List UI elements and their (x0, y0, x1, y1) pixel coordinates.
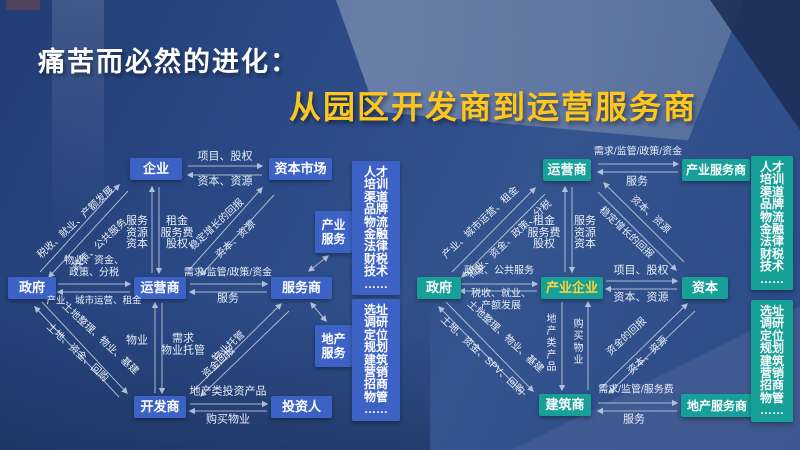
node-industry-service-provider: 产业服务商 (682, 159, 750, 181)
slide-title-main: 从园区开发商到运营服务商 (289, 89, 698, 125)
edge-label-demand-regulation-right: 需求/监管/政策/资金 (593, 146, 683, 158)
edge-label-service-top-right: 服务 (626, 175, 648, 188)
node-capital-market: 资本市场 (269, 158, 332, 180)
edge-label-re-products-right: 地产类产品 (544, 313, 555, 373)
node-operator-right: 运营商 (543, 159, 591, 181)
edge-label-policy-public-right: 政策、公共服务 (464, 265, 534, 277)
edge-label-capital-resource-right: 资本、资源 (613, 291, 669, 304)
edge-label-property-left: 物业 (126, 334, 148, 347)
sidebox-siting-left: 选址 调研 定位 规划 建筑 营销 招商 物管 …… (352, 299, 400, 421)
node-operator-left: 运营商 (134, 277, 186, 299)
edge-label-capital-resource-left: 资本、资源 (197, 175, 253, 188)
right-diagram-arrows (438, 160, 696, 415)
node-industry-service: 产业 服务 (315, 211, 352, 253)
node-industry-enterprise: 产业企业 (541, 277, 603, 299)
sidebox-talent-left: 人才 培训 渠道 品牌 物流 金融 法律 财税 技术 …… (352, 161, 400, 296)
slide-title-prefix: 痛苦而必然的进化： (38, 47, 299, 77)
edge-label-buy-property-left: 购买物业 (206, 413, 250, 426)
edge-label-service-bottom-right: 服务 (623, 413, 645, 426)
edge-label-demand-trust-left: 需求 物业托管 (161, 332, 205, 356)
node-builder: 建筑商 (539, 394, 591, 416)
node-government-left: 政府 (8, 277, 56, 299)
node-government-right: 政府 (417, 277, 461, 299)
edge-label-rent-fee-equity-left: 租金 服务费 股权 (160, 214, 194, 250)
sidebox-siting-right: 选址 调研 定位 规划 建筑 营销 招商 物管 …… (751, 300, 793, 422)
node-developer: 开发商 (134, 396, 186, 418)
node-realestate-service-provider: 地产服务商 (681, 394, 753, 417)
edge-label-tax-jobs-right: 税收、就业、 产额发展 (471, 288, 531, 312)
edge-label-rent-fee-equity-right: 租金 服务费 股权 (527, 214, 561, 250)
node-capital: 资本 (682, 277, 728, 299)
edge-label-buy-property-right: 购买物业 (571, 318, 582, 366)
edge-label-service-resource-capital-right: 服务 资源 资本 (574, 214, 596, 250)
node-service-provider: 服务商 (271, 277, 332, 299)
edge-label-re-products-left: 地产类投资产品 (189, 385, 267, 398)
edge-label-industry-cityops-left: 产业、城市运营、租金 (46, 295, 142, 307)
edge-label-service-left: 服务 (217, 292, 239, 305)
edge-label-project-equity-right: 项目、股权 (613, 264, 669, 277)
node-investor: 投资人 (271, 396, 332, 418)
node-realestate-service: 地产 服务 (315, 325, 352, 367)
edge-label-demand-regulation-left: 需求/监管/政策/资金 (183, 267, 273, 279)
edge-label-service-resource-capital-left: 服务 资源 资本 (126, 214, 148, 250)
sidebox-talent-right: 人才 培训 渠道 品牌 物流 金融 法律 财税 技术 …… (751, 156, 793, 291)
edge-label-property-fund-policy-left: 物业、资金、 政策、分税 (64, 255, 124, 279)
edge-label-project-equity-left: 项目、股权 (197, 150, 253, 163)
node-enterprise: 企业 (130, 158, 182, 180)
edge-label-demand-servicefee-right: 需求/监管/服务费 (598, 384, 674, 396)
left-diagram-arrows (34, 162, 330, 415)
